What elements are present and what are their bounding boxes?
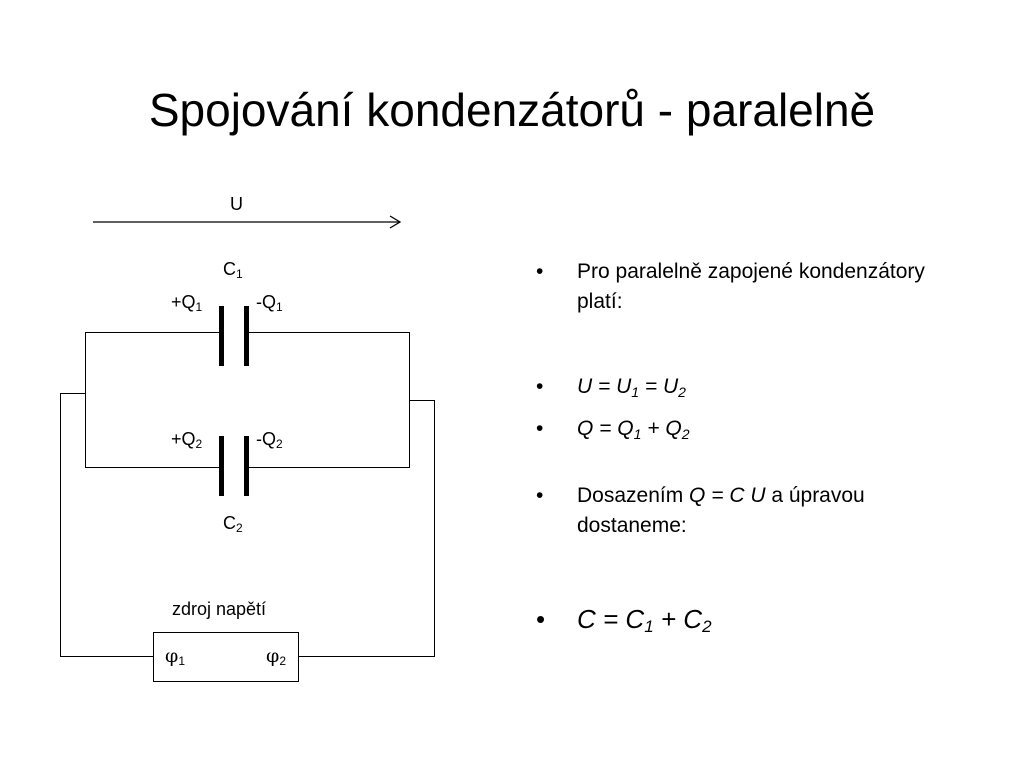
bullet-dot: • <box>536 417 544 440</box>
bullet-dot: • <box>536 260 544 283</box>
wire-outer-left-bottom <box>60 656 154 657</box>
wire-outer-right <box>434 400 435 657</box>
cap2-minus-charge: -Q2 <box>256 429 283 451</box>
phi2-label: φ2 <box>266 645 286 668</box>
cap2-plate-left <box>219 436 224 496</box>
wire-top-right <box>249 332 410 333</box>
voltage-source-box <box>153 632 299 682</box>
bullet-item: • Pro paralelně zapojené kondenzátory pl… <box>536 257 956 317</box>
slide-title: Spojování kondenzátorů - paralelně <box>148 84 876 136</box>
cap1-plate-left <box>219 306 224 366</box>
bullet-item: • Q = Q1 + Q2 <box>536 414 956 444</box>
wire-top-left <box>85 332 220 333</box>
bullet-item: • C = C1 + C2 <box>536 604 712 636</box>
phi1-label: φ1 <box>165 645 185 668</box>
wire-outer-left <box>60 393 61 657</box>
wire-branch-left <box>85 332 86 468</box>
bullet-dot: • <box>536 375 544 398</box>
voltage-arrow <box>93 215 402 229</box>
wire-outer-left-top <box>60 393 86 394</box>
cap2-plus-charge: +Q2 <box>171 429 203 451</box>
bullet-item: • U = U1 = U2 <box>536 372 956 402</box>
voltage-label: U <box>230 194 243 214</box>
wire-bottom-left <box>85 467 220 468</box>
cap2-label: C2 <box>223 513 243 535</box>
wire-outer-right-bottom <box>298 656 435 657</box>
cap1-plate-right <box>244 306 249 366</box>
bullet-dot: • <box>536 484 544 507</box>
wire-bottom-right <box>249 467 410 468</box>
source-label: zdroj napětí <box>172 599 267 619</box>
cap2-plate-right <box>244 436 249 496</box>
bullet-dot: • <box>536 604 546 634</box>
cap1-plus-charge: +Q1 <box>171 292 203 314</box>
wire-outer-right-top <box>409 400 435 401</box>
bullet-item: • Dosazením Q = C U a úpravou dostaneme: <box>536 481 956 541</box>
cap1-minus-charge: -Q1 <box>256 292 283 314</box>
cap1-label: C1 <box>223 259 243 281</box>
